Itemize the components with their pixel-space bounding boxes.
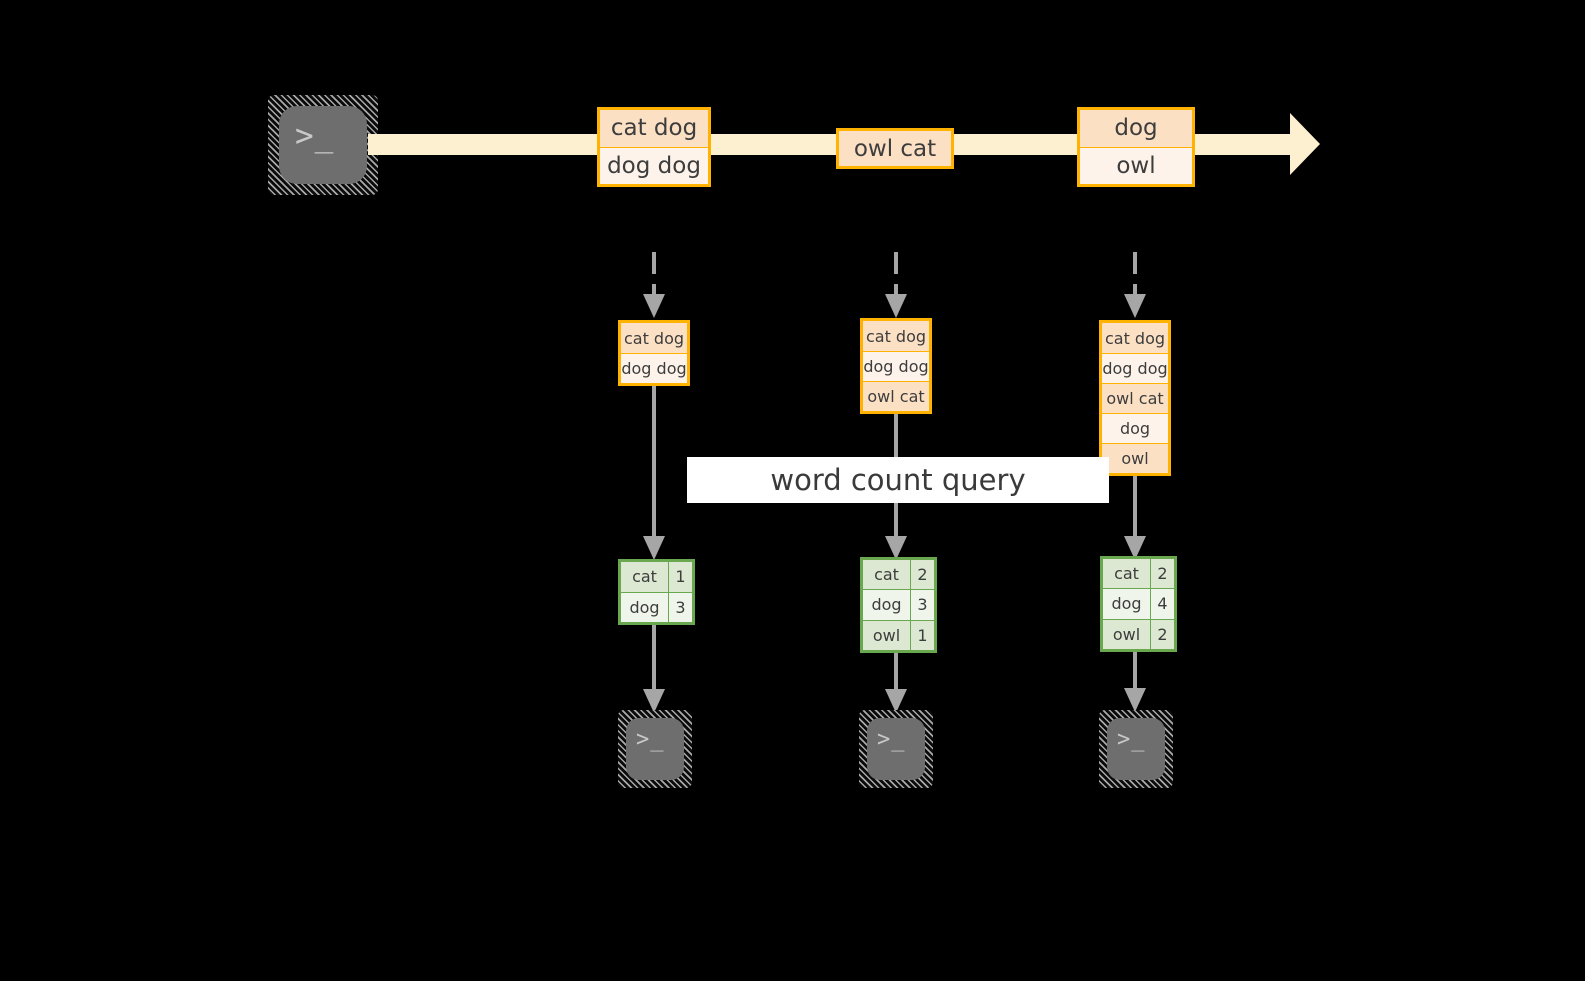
event-line: cat dog: [1102, 323, 1168, 353]
event-line: owl: [1102, 443, 1168, 473]
event-line: dog dog: [621, 353, 687, 383]
event-line: cat dog: [621, 323, 687, 353]
result-count: 3: [668, 592, 692, 622]
terminal-face: [626, 718, 684, 780]
event-batch-2[interactable]: owl cat: [836, 128, 954, 169]
result-word: dog: [1111, 594, 1142, 614]
word-count-result-3[interactable]: cat 2 dog 4 owl 2: [1100, 556, 1177, 652]
terminal-prompt-glyph: >_: [1117, 727, 1146, 752]
sink-terminal-icon-1: >_: [618, 710, 692, 788]
event-line: dog dog: [863, 351, 929, 381]
sink-arrow-1: [639, 625, 669, 715]
result-word: owl: [1112, 624, 1141, 644]
event-line: dog: [1102, 413, 1168, 443]
accumulated-events-2[interactable]: cat dog dog dog owl cat: [860, 318, 932, 414]
table-row: dog 3: [863, 589, 934, 620]
source-terminal-icon: >_: [268, 95, 378, 195]
event-line: owl: [1080, 146, 1192, 184]
result-count: 4: [1150, 589, 1174, 619]
accumulated-events-3[interactable]: cat dog dog dog owl cat dog owl: [1099, 320, 1171, 476]
terminal-face: [1107, 718, 1165, 780]
result-count: 2: [1150, 619, 1174, 649]
event-line: dog dog: [600, 146, 708, 184]
result-count: 3: [910, 590, 934, 620]
query-banner: word count query: [687, 457, 1109, 503]
trigger-arrow-3: [1120, 252, 1150, 320]
event-batch-1[interactable]: cat dog dog dog: [597, 107, 711, 187]
sink-terminal-icon-3: >_: [1099, 710, 1173, 788]
word-count-result-2[interactable]: cat 2 dog 3 owl 1: [860, 557, 937, 653]
result-count: 1: [668, 562, 692, 592]
event-line: dog dog: [1102, 353, 1168, 383]
terminal-face: [279, 106, 367, 184]
terminal-prompt-glyph: >_: [877, 727, 906, 752]
table-row: owl 1: [863, 619, 934, 650]
accumulated-events-1[interactable]: cat dog dog dog: [618, 320, 690, 386]
word-count-result-1[interactable]: cat 1 dog 3: [618, 559, 695, 625]
terminal-prompt-glyph: >_: [636, 727, 665, 752]
result-word: cat: [874, 565, 899, 585]
event-line: dog: [1080, 110, 1192, 147]
event-line: owl cat: [839, 131, 951, 166]
terminal-prompt-glyph: >_: [295, 118, 335, 154]
event-line: cat dog: [600, 110, 708, 147]
table-row: owl 2: [1103, 618, 1174, 649]
event-line: owl cat: [1102, 383, 1168, 413]
result-word: cat: [632, 567, 657, 587]
trigger-arrow-1: [639, 252, 669, 320]
table-row: cat 2: [863, 560, 934, 590]
table-row: dog 3: [621, 591, 692, 622]
result-word: cat: [1114, 564, 1139, 584]
result-word: owl: [872, 625, 901, 645]
query-arrow-1: [639, 386, 669, 562]
event-line: owl cat: [863, 381, 929, 411]
trigger-arrow-2: [881, 252, 911, 320]
query-arrow-3: [1120, 476, 1150, 562]
event-line: cat dog: [863, 321, 929, 351]
query-banner-label: word count query: [770, 463, 1026, 497]
event-batch-3[interactable]: dog owl: [1077, 107, 1195, 187]
sink-arrow-2: [881, 653, 911, 715]
result-count: 2: [910, 560, 934, 590]
result-word: dog: [629, 597, 660, 617]
result-count: 1: [910, 620, 934, 650]
sink-arrow-3: [1120, 652, 1150, 714]
table-row: cat 1: [621, 562, 692, 592]
sink-terminal-icon-2: >_: [859, 710, 933, 788]
table-row: dog 4: [1103, 588, 1174, 619]
table-row: cat 2: [1103, 559, 1174, 589]
result-word: dog: [871, 595, 902, 615]
result-count: 2: [1150, 559, 1174, 589]
terminal-face: [867, 718, 925, 780]
